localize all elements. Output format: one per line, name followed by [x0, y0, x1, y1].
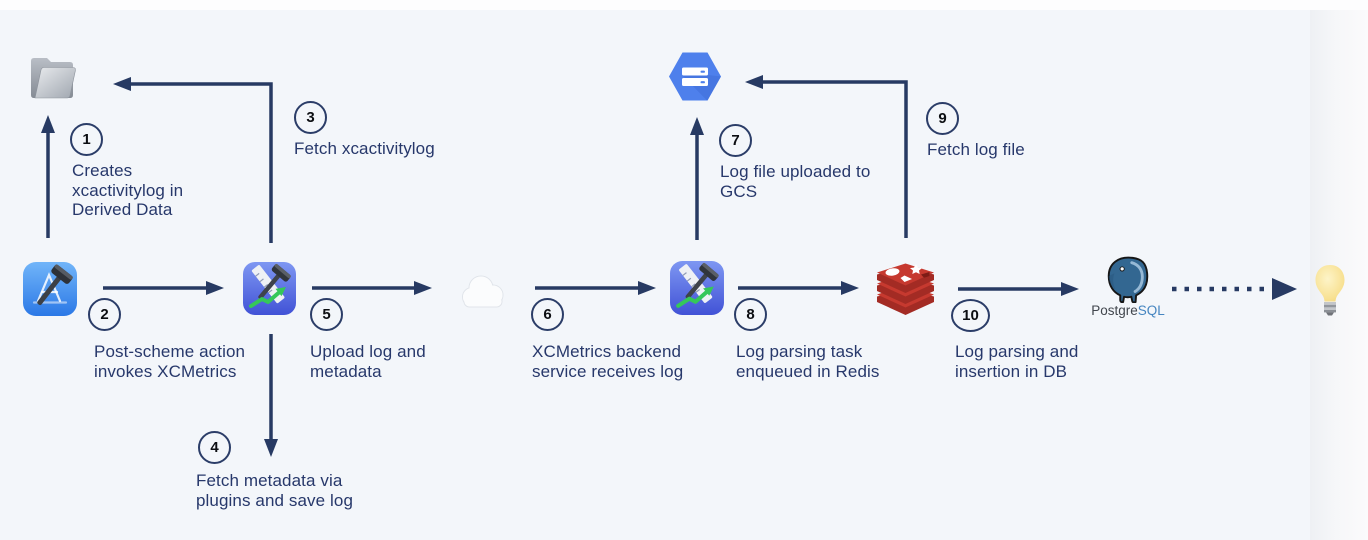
step-4-label: Fetch metadata via plugins and save log — [196, 471, 354, 510]
step-9-badge: 9 — [926, 102, 959, 135]
google-cloud-storage-icon — [667, 49, 723, 104]
step-1-label: Creates xcactivitylog in Derived Data — [72, 161, 184, 219]
top-edge — [0, 0, 1368, 10]
step-1-badge: 1 — [70, 123, 103, 156]
step-10-label: Log parsing and insertion in DB — [955, 342, 1079, 381]
postgresql-icon — [1102, 255, 1150, 304]
xcmetrics-client-icon — [242, 261, 297, 316]
step-7-badge: 7 — [719, 124, 752, 157]
step-5-badge: 5 — [310, 298, 343, 331]
xcmetrics-backend-icon — [669, 260, 725, 316]
xcode-icon — [22, 261, 78, 317]
postgresql-word-dark: Postgre — [1091, 303, 1138, 318]
step-8-badge: 8 — [734, 298, 767, 331]
step-4-badge: 4 — [198, 431, 231, 464]
step-9-label: Fetch log file — [927, 140, 1025, 159]
step-2-badge: 2 — [88, 298, 121, 331]
step-3-badge: 3 — [294, 101, 327, 134]
step-7-label: Log file uploaded to GCS — [720, 162, 871, 201]
postgresql-wordmark: PostgreSQL — [1088, 303, 1168, 318]
arrow-step-9 — [763, 80, 908, 238]
redis-icon — [876, 263, 935, 316]
step-8-label: Log parsing task enqueued in Redis — [736, 342, 880, 381]
cloud-icon — [457, 270, 506, 309]
lightbulb-icon — [1314, 264, 1346, 318]
step-3-label: Fetch xcactivitylog — [294, 139, 435, 158]
step-6-label: XCMetrics backend service receives log — [532, 342, 684, 381]
step-6-badge: 6 — [531, 298, 564, 331]
step-5-label: Upload log and metadata — [310, 342, 426, 381]
arrow-step-3 — [131, 82, 273, 243]
step-10-badge: 10 — [951, 299, 990, 332]
derived-data-folder-icon — [27, 53, 79, 100]
postgresql-word-blue: SQL — [1137, 303, 1165, 318]
step-2-label: Post-scheme action invokes XCMetrics — [94, 342, 246, 381]
